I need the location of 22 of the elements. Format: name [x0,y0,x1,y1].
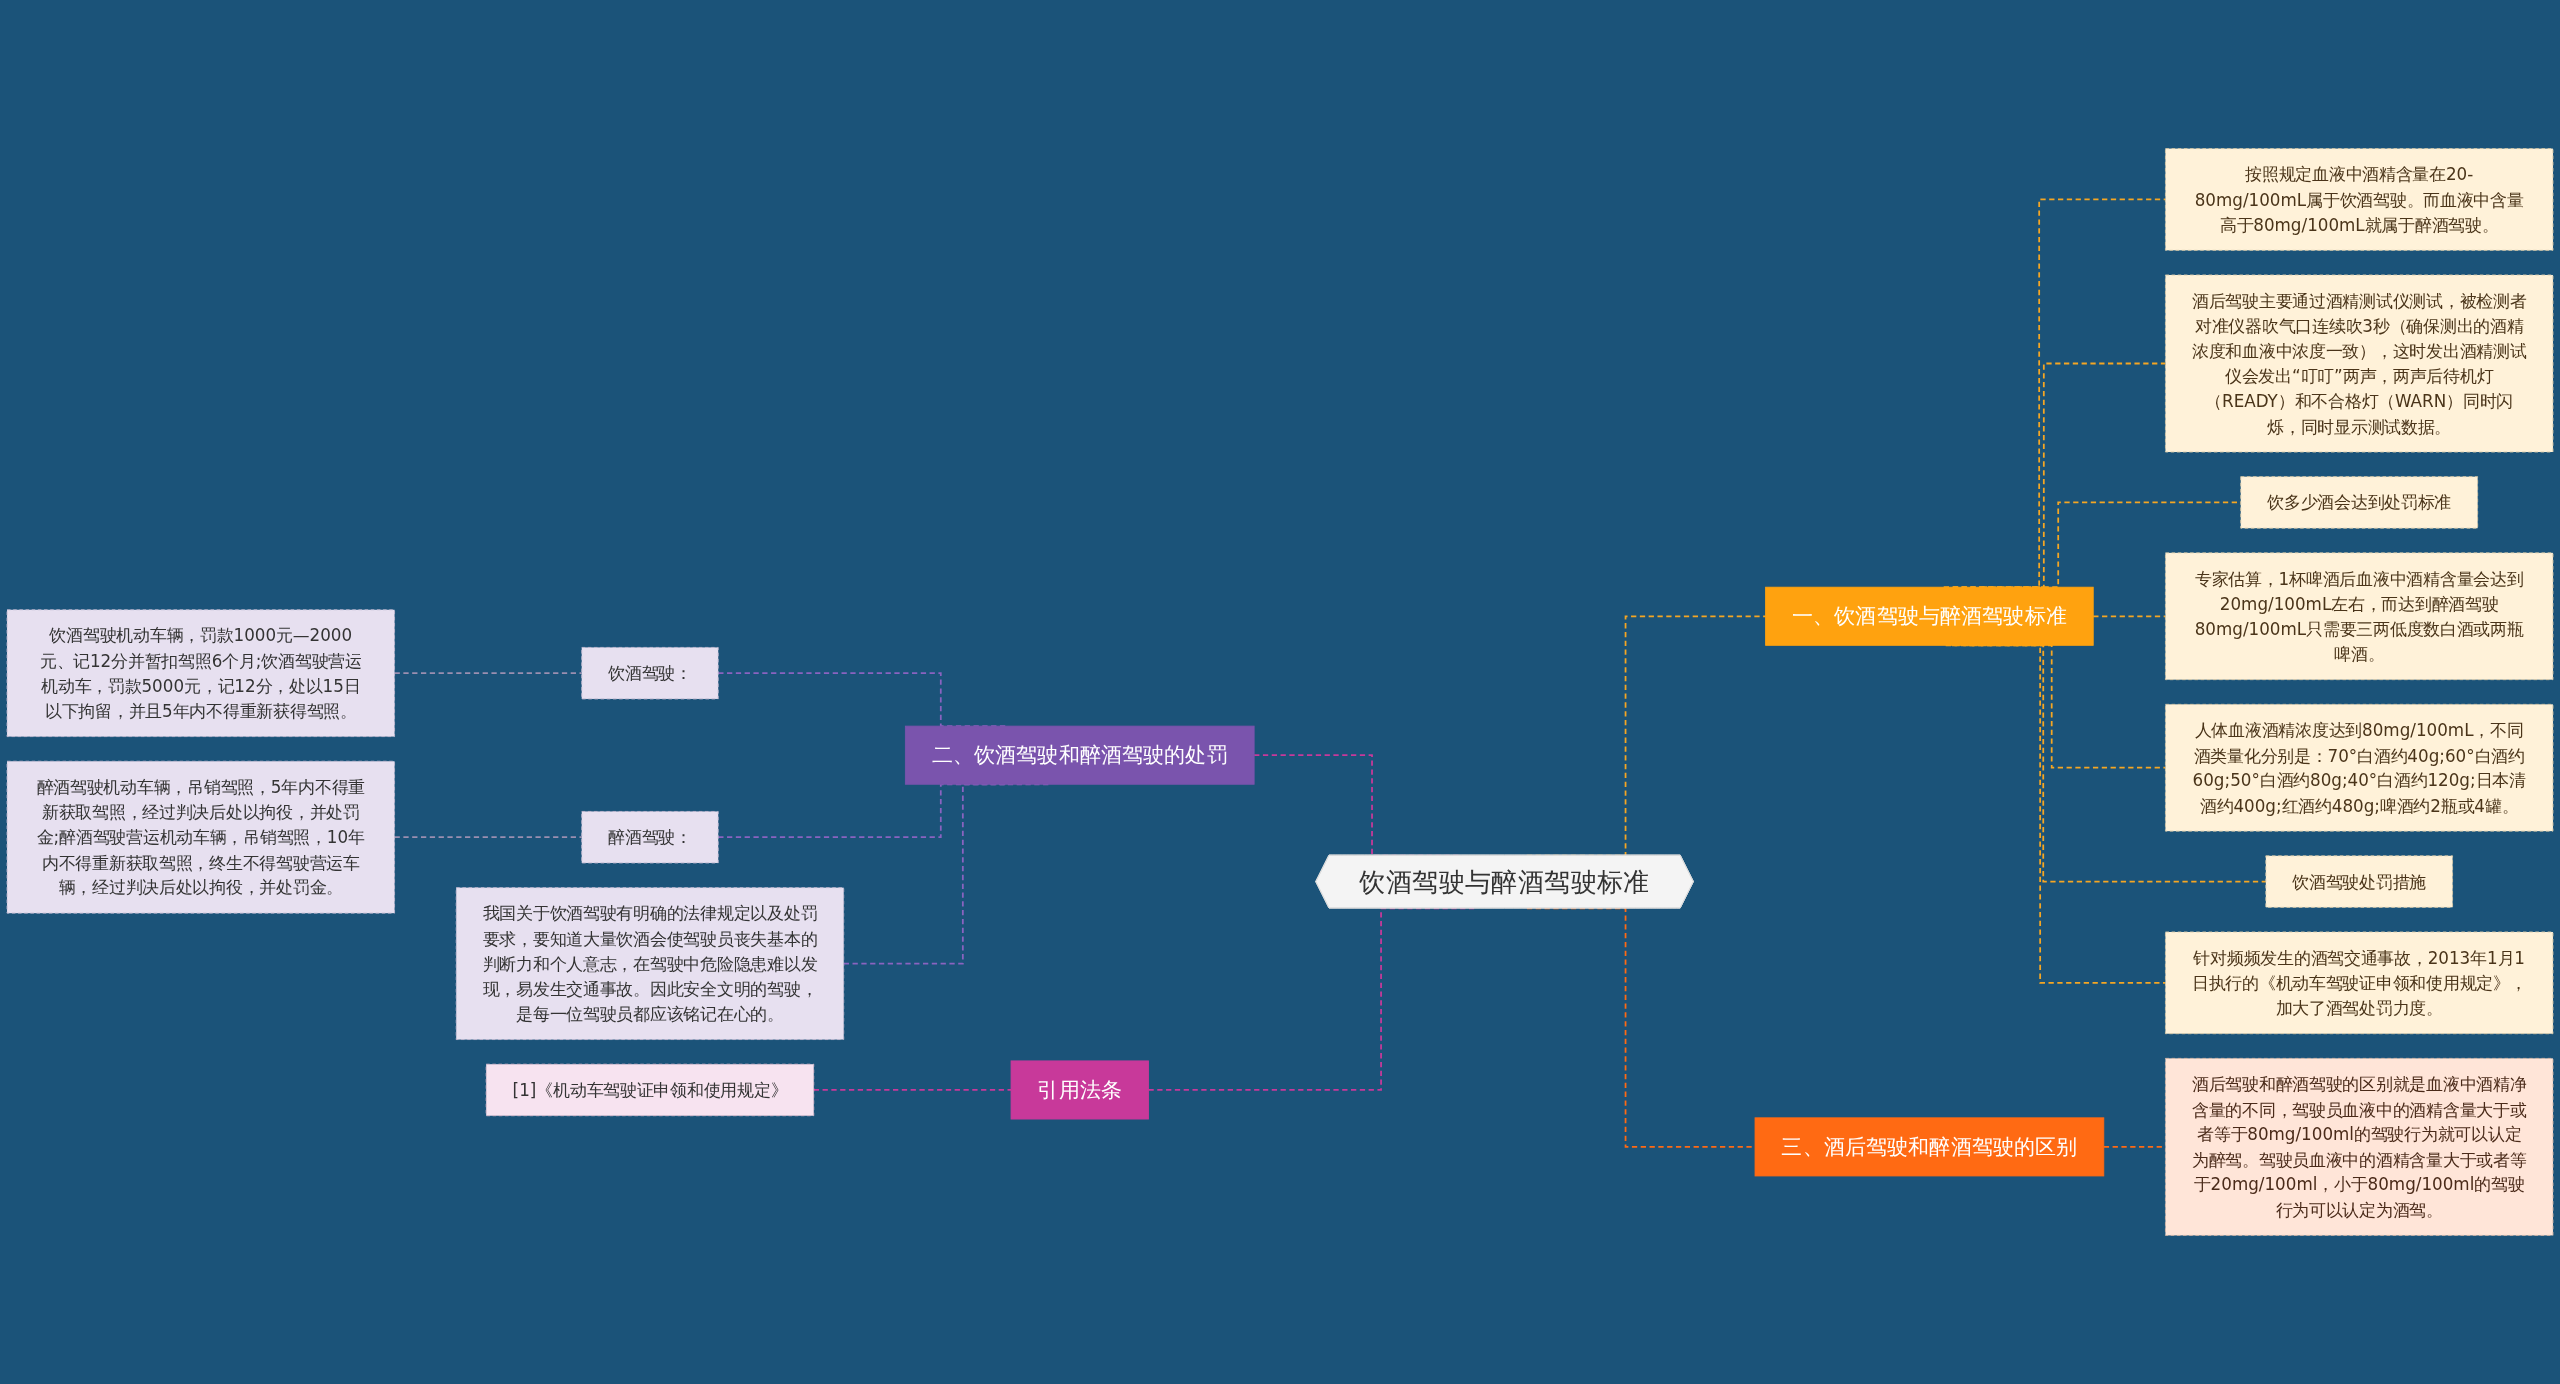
node-box: 饮多少酒会达到处罚标准 [2240,476,2479,529]
node-box: 一、饮酒驾驶与醉酒驾驶标准 [1765,586,2094,646]
node-box: [1]《机动车驾驶证申领和使用规定》 [485,1063,815,1117]
node-box: 按照规定血液中酒精含量在20-80mg/100mL属于饮酒驾驶。而血液中含量高于80mg/100mL就属于醉酒驾驶。 [2165,148,2554,251]
connector [2092,615,2167,618]
node-box: 针对频频发生的酒驾交通事故，2013年1月1日执行的《机动车驾驶证申领和使用规定》，加大了酒驾处罚力度。 [2165,931,2554,1035]
node-box: 酒后驾驶和醉酒驾驶的区别就是血液中酒精净含量的不同，驾驶员血液中的酒精含量大于或者等于80mg/100ml的驾驶行为就可以认定为醉驾。驾驶员血液中的酒精含量大于或者等于20mg/100ml，小于80mg/100ml的驾驶行为可以认定为酒驾。 [2165,1057,2554,1236]
node-box: 饮酒驾驶机动车辆，罚款1000元—2000元、记12分并暂扣驾照6个月;饮酒驾驶营运机动车，罚款5000元，记12分，处以15日以下拘留，并且5年内不得重新获得驾照。 [6,609,395,738]
node-box: 二、饮酒驾驶和醉酒驾驶的处罚 [904,725,1255,785]
node-box: 引用法条 [1010,1060,1149,1120]
node-box: 醉酒驾驶机动车辆，吊销驾照，5年内不得重新获取驾照，经过判决后处以拘役，并处罚金;醉酒驾驶营运机动车辆，吊销驾照，10年内不得重新获取驾照，终生不得驾驶营运车辆，经过判决后处以拘役，并处罚金。 [6,760,395,914]
connector [812,1089,1012,1091]
node-box: 饮酒驾驶： [581,646,719,700]
node-box: 专家估算，1杯啤酒后血液中酒精含量会达到20mg/100mL左右，而达到醉酒驾驶80mg/100mL只需要三两低度数白酒或两瓶啤酒。 [2165,552,2554,681]
node-box: 酒后驾驶主要通过酒精测试仪测试，被检测者对准仪器吹气口连续吹3秒（确保测出的酒精浓度和血液中浓度一致），这时发出酒精测试仪会发出“叮叮”两声，两声后待机灯（READY）和不合格灯（WARN）同时闪烁，同时显示测试数据。 [2165,274,2554,453]
node-box: 人体血液酒精浓度达到80mg/100mL，不同酒类量化分别是：70°白酒约40g;60°白酒约60g;50°白酒约80g;40°白酒约120g;日本清酒约400g;红酒约480g;啤酒约2瓶或4罐。 [2165,703,2554,832]
connector [393,672,583,675]
connector [393,836,583,839]
node-box: 我国关于饮酒驾驶有明确的法律规定以及处罚要求，要知道大量饮酒会使驾驶员丧失基本的判断力和个人意志，在驾驶中危险隐患难以发现，易发生交通事故。因此安全文明的驾驶，是每一位驾驶员都应该铭记在心的。 [455,887,845,1040]
node-box: 醉酒驾驶： [581,811,719,864]
node-box: 三、酒后驾驶和醉酒驾驶的区别 [1754,1117,2105,1177]
node-box: 饮酒驾驶处罚措施 [2265,855,2453,908]
